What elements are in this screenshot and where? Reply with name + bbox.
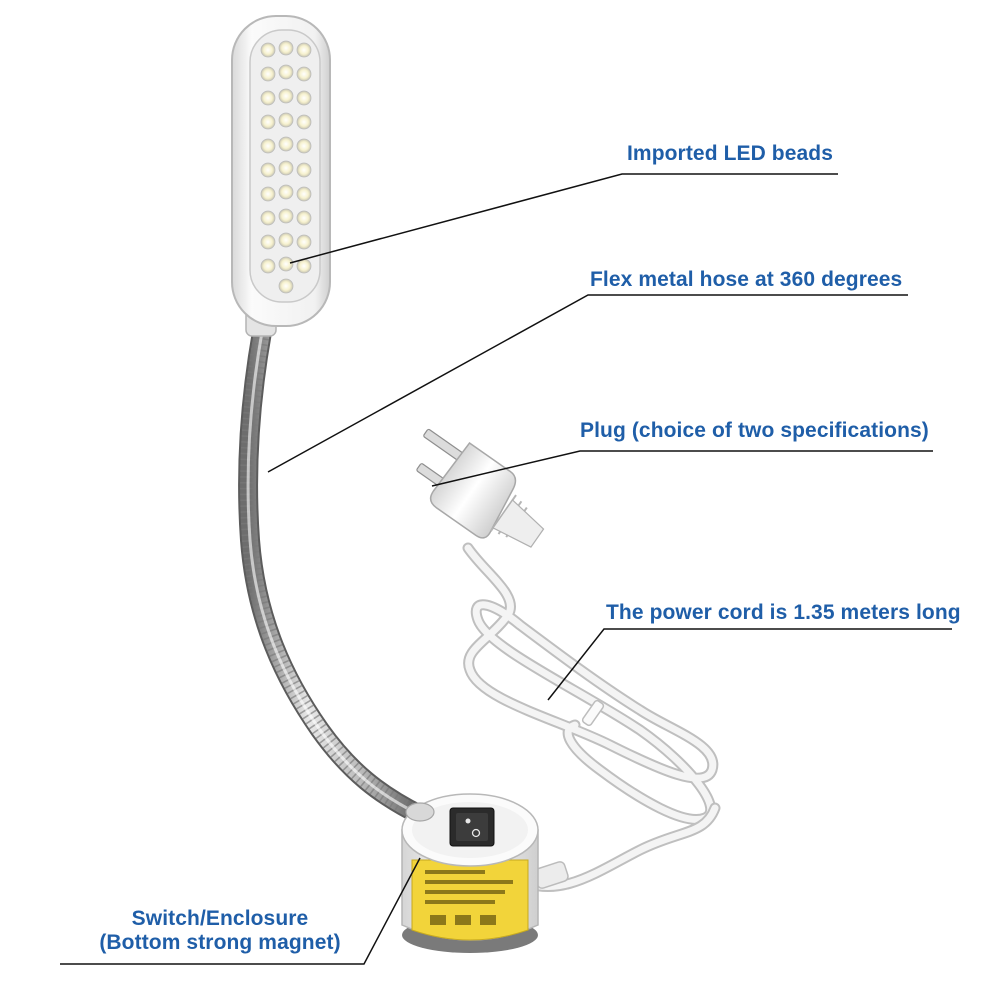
label-switch-line2: (Bottom strong magnet) xyxy=(99,931,341,955)
led-lamp-head-icon xyxy=(231,15,331,337)
label-switch-enclosure: Switch/Enclosure (Bottom strong magnet) xyxy=(70,907,370,955)
two-prong-plug-icon xyxy=(416,428,545,548)
leader-lines xyxy=(60,173,952,965)
led-beads xyxy=(260,40,312,294)
label-switch-line1: Switch/Enclosure xyxy=(131,907,309,930)
leader-line-switch xyxy=(60,857,421,965)
label-flex-hose: Flex metal hose at 360 degrees xyxy=(590,268,903,291)
label-plug: Plug (choice of two specifications) xyxy=(580,419,929,442)
leader-line-cord xyxy=(547,628,952,701)
flex-metal-hose xyxy=(238,322,430,825)
switch-enclosure xyxy=(401,793,539,953)
leader-line-led xyxy=(289,173,838,264)
leader-line-plug xyxy=(431,450,933,487)
label-led-beads: Imported LED beads xyxy=(627,142,833,165)
label-power-cord: The power cord is 1.35 meters long xyxy=(606,601,961,624)
leader-line-hose xyxy=(267,294,908,473)
rocker-switch-icon xyxy=(449,807,495,847)
